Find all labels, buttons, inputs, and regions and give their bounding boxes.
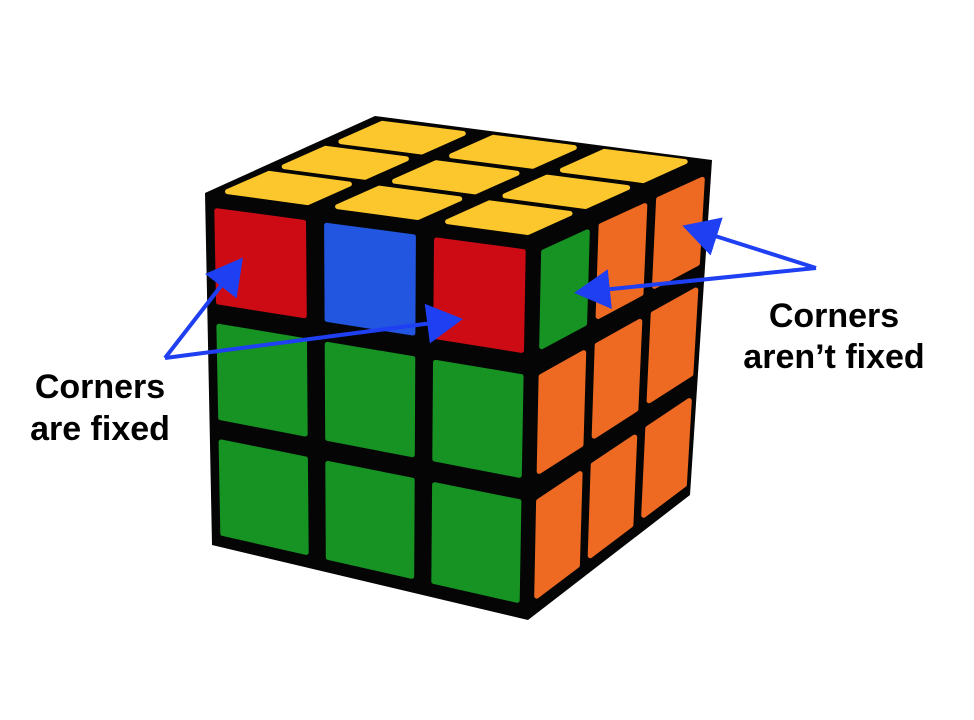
arrow-to-right-face-top-corner (682, 217, 817, 270)
top-sticker-r2-c2 (392, 160, 520, 195)
cube-right-face (534, 176, 705, 599)
arrows-unfixed-corners (574, 217, 817, 310)
right-sticker-r1-c3 (652, 176, 705, 289)
front-sticker-r1-c1 (214, 208, 307, 319)
right-sticker-r3-c1 (534, 471, 583, 599)
right-sticker-r2-c1 (536, 350, 587, 474)
right-sticker-r2-c3 (646, 287, 699, 404)
right-sticker-r1-c1 (539, 229, 590, 350)
right-sticker-r2-c2 (591, 318, 643, 439)
front-sticker-r2-c3 (432, 359, 524, 478)
arrow-to-right-face-green-sticker (574, 266, 817, 310)
label-left-line2: are fixed (30, 410, 170, 448)
right-sticker-r3-c2 (587, 434, 638, 559)
label-corners-not-fixed: Corners aren’t fixed (743, 297, 924, 376)
arrow-to-front-left-corner (163, 257, 243, 360)
arrow-to-front-right-corner (164, 303, 463, 360)
front-sticker-r2-c2 (324, 341, 416, 458)
cube-front-face (214, 208, 526, 603)
front-sticker-r1-c3 (433, 237, 526, 353)
top-sticker-r2-c3 (502, 174, 631, 209)
front-sticker-r2-c1 (216, 323, 308, 437)
label-right-line1: Corners (769, 297, 899, 335)
right-sticker-r3-c3 (641, 398, 692, 518)
front-sticker-r3-c3 (431, 482, 522, 603)
arrows-fixed-corners (163, 257, 463, 360)
top-sticker-r2-c1 (281, 145, 409, 180)
top-sticker-r1-c2 (335, 185, 463, 220)
top-sticker-r1-c3 (445, 200, 573, 235)
label-right-line2: aren’t fixed (743, 338, 924, 376)
cube-top-face (225, 120, 688, 235)
front-sticker-r3-c2 (325, 460, 415, 579)
front-sticker-r1-c2 (324, 222, 416, 336)
top-sticker-r3-c3 (559, 148, 688, 184)
top-sticker-r3-c2 (449, 134, 577, 169)
label-corners-fixed: Corners are fixed (30, 368, 170, 448)
top-sticker-r3-c1 (338, 120, 466, 155)
label-left-line1: Corners (35, 368, 165, 406)
top-sticker-r1-c1 (225, 170, 352, 206)
front-sticker-r3-c1 (218, 439, 309, 555)
